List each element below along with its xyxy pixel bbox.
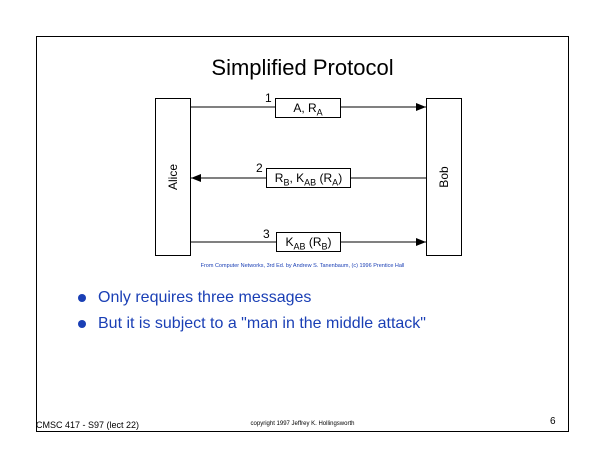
slide-title: Simplified Protocol <box>211 55 394 80</box>
message-1-sub: A <box>316 107 323 118</box>
slide-frame <box>36 36 569 432</box>
alice-box <box>155 98 191 256</box>
message-3-sub: AB <box>293 241 306 252</box>
bullet-dot-icon <box>78 294 86 302</box>
message-3-number: 3 <box>263 227 270 241</box>
message-3-box: KAB (RB) <box>276 232 341 252</box>
page-number: 6 <box>550 416 556 427</box>
message-2-label2: , K <box>289 171 305 185</box>
message-2-sub3: A <box>332 177 339 188</box>
message-3-label3: ) <box>327 235 332 249</box>
message-2-number: 2 <box>256 161 263 175</box>
bullet-item: Only requires three messages <box>78 285 426 311</box>
course-footer: CMSC 417 - S97 (lect 22) <box>36 420 140 430</box>
copyright-footer: copyright 1997 Jeffrey K. Hollingsworth <box>250 421 355 427</box>
bullet-text: Only requires three messages <box>98 289 312 306</box>
alice-label: Alice <box>166 164 180 191</box>
message-1-number: 1 <box>265 91 272 105</box>
bullet-text: But it is subject to a "man in the middl… <box>98 315 426 332</box>
bullet-item: But it is subject to a "man in the middl… <box>78 311 426 337</box>
message-2-box: RB, KAB (RA) <box>266 168 351 188</box>
message-2-label3: (R <box>316 171 333 185</box>
message-2-label: R <box>274 171 284 185</box>
message-1-box: A, RA <box>275 98 341 118</box>
bob-box <box>426 98 462 256</box>
figure-credit: From Computer Networks, 3rd Ed. by Andre… <box>200 263 405 269</box>
message-3-label2: (R <box>305 235 322 249</box>
message-2-label4: ) <box>338 171 343 185</box>
bullet-list: Only requires three messages But it is s… <box>78 285 426 337</box>
message-1-label: A, R <box>293 101 317 115</box>
bob-label: Bob <box>437 166 451 188</box>
message-2-sub: B <box>283 177 290 188</box>
bullet-dot-icon <box>78 320 86 328</box>
message-3-label: K <box>285 235 294 249</box>
message-2-sub2: AB <box>304 177 317 188</box>
message-3-sub2: B <box>321 241 328 252</box>
